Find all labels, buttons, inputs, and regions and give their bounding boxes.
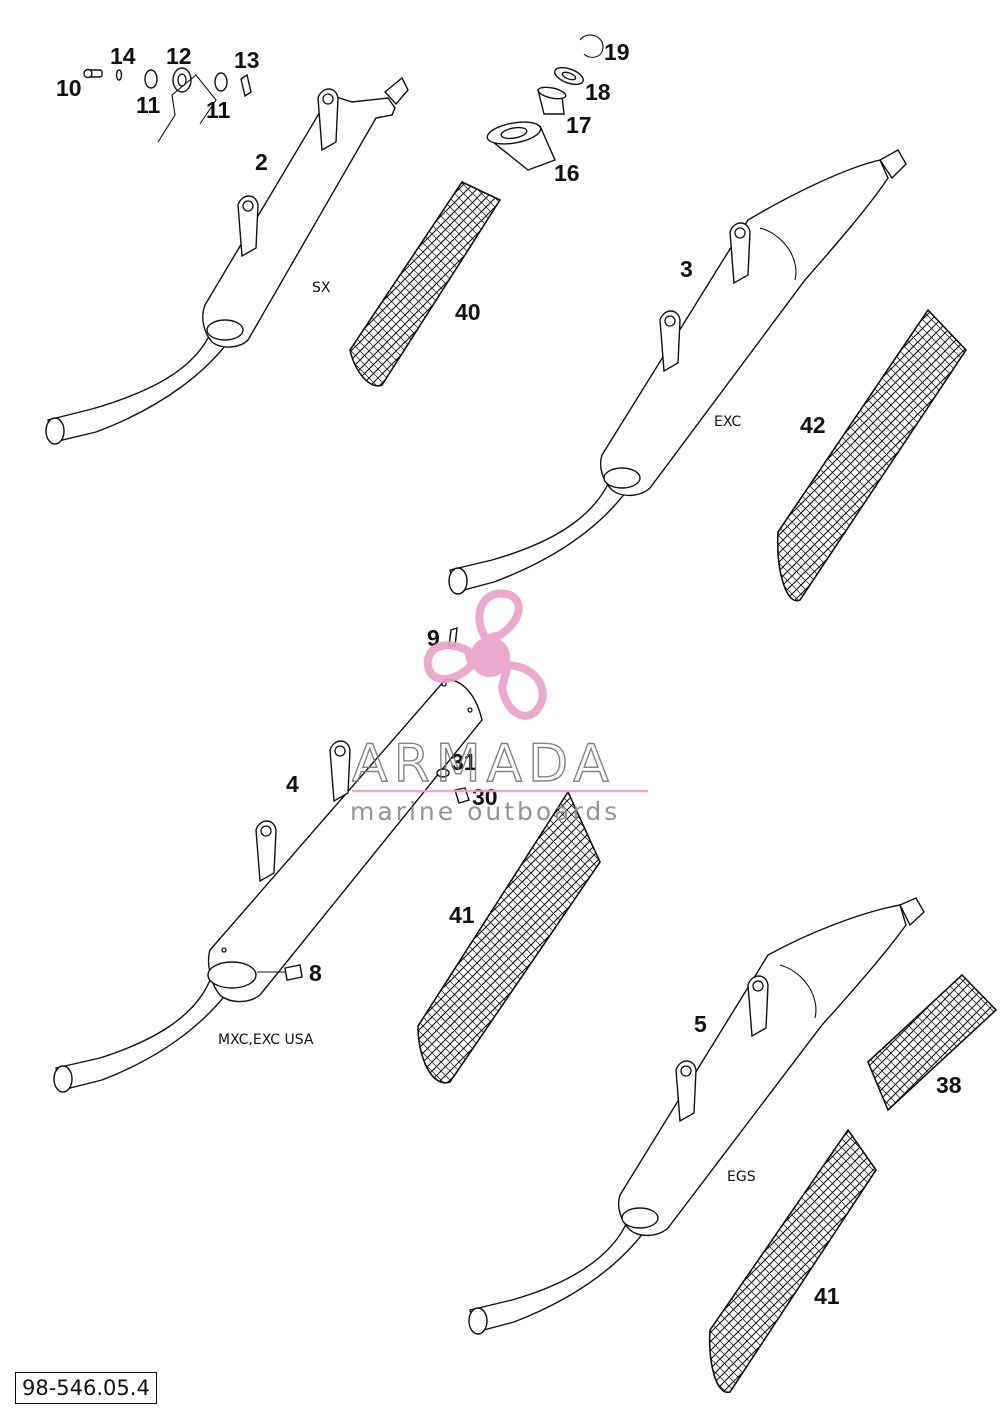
callout-5: 5 <box>694 1011 707 1037</box>
callout-38: 38 <box>936 1072 962 1098</box>
callout-13: 13 <box>234 47 260 73</box>
variant-label-sx: SX <box>312 280 331 296</box>
callout-3: 3 <box>680 256 693 282</box>
callout-11-left: 11 <box>136 92 161 118</box>
packing-41-middle <box>417 790 601 1084</box>
callout-19: 19 <box>604 39 630 65</box>
silencer-mxc <box>53 626 483 1093</box>
callout-30: 30 <box>472 784 498 810</box>
packing-42 <box>776 308 968 602</box>
callout-17: 17 <box>566 112 592 138</box>
watermark-tagline: marine outboards <box>350 797 620 826</box>
silencer-sx <box>45 76 409 445</box>
callout-2: 2 <box>255 149 268 175</box>
packing-40 <box>349 180 502 387</box>
callout-40: 40 <box>455 299 481 325</box>
callout-31: 31 <box>451 749 477 775</box>
propeller-logo-icon <box>423 589 547 720</box>
watermark: ARMADA marine outboards <box>350 589 648 826</box>
mounting-hardware <box>83 67 252 143</box>
callout-14: 14 <box>110 43 136 69</box>
callout-12: 12 <box>166 43 192 69</box>
callout-11-right: 11 <box>206 97 231 123</box>
packing-38 <box>867 973 998 1112</box>
end-cap-parts <box>486 34 604 171</box>
callout-18: 18 <box>585 79 611 105</box>
callout-41-middle: 41 <box>449 902 475 928</box>
silencer-exc <box>448 149 907 595</box>
callout-42: 42 <box>800 412 826 438</box>
silencer-egs <box>468 897 925 1335</box>
variant-label-mxc: MXC,EXC USA <box>218 1032 314 1048</box>
packing-41-bottom <box>708 1128 877 1393</box>
drawing-code: 98-546.05.4 <box>15 1372 157 1404</box>
variant-label-egs: EGS <box>727 1169 756 1185</box>
callout-4: 4 <box>286 771 299 797</box>
callout-41-bottom: 41 <box>814 1283 840 1309</box>
variant-label-exc: EXC <box>714 414 741 430</box>
callout-8: 8 <box>309 960 322 986</box>
callout-16: 16 <box>554 160 580 186</box>
watermark-brand: ARMADA <box>352 734 615 794</box>
callout-10: 10 <box>56 75 82 101</box>
